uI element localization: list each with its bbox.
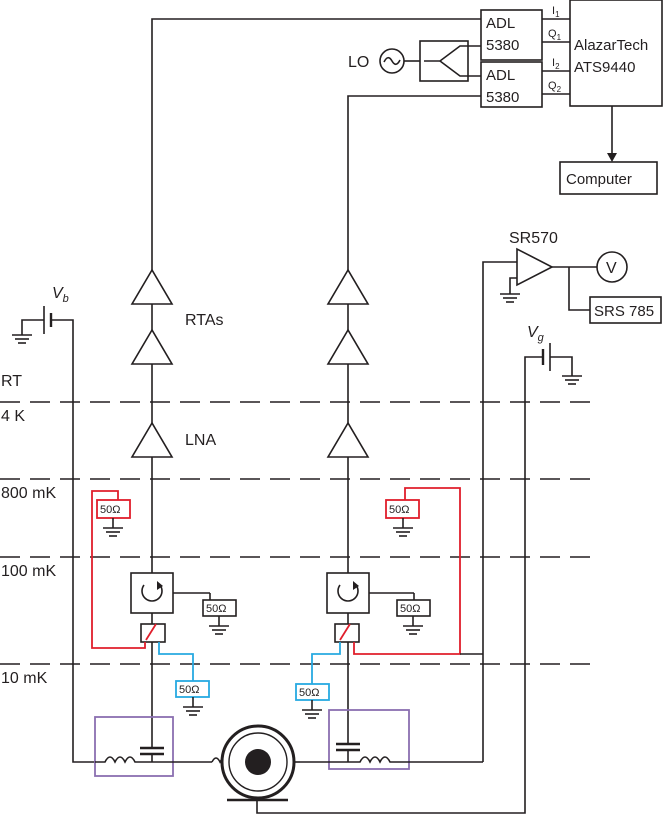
- right-red-line: [353, 487, 461, 655]
- digitizer-section: ADL 5380 ADL 5380 AlazarTech ATS9440 I1 …: [151, 0, 663, 270]
- stage-label-rt: RT: [1, 373, 22, 390]
- left-switch-icon: [140, 623, 166, 643]
- left-bias-tee-box: [94, 716, 174, 777]
- alazartech-label-line2: ATS9440: [574, 59, 635, 76]
- stage-labels: RT 4 K 800 mK 100 mK 10 mK: [0, 373, 68, 687]
- left-red-line: [91, 490, 146, 649]
- computer-box[interactable]: [559, 161, 658, 195]
- alazartech-label-line1: AlazarTech: [574, 37, 648, 54]
- device-island-icon: [245, 749, 271, 775]
- bias-tees: [94, 654, 484, 777]
- srs785-box[interactable]: [589, 296, 662, 324]
- temperature-stage-lines: [0, 401, 600, 665]
- channel-q2-label: Q2: [548, 80, 562, 94]
- computer-label: Computer: [566, 171, 632, 188]
- left-inductor-icon: [95, 756, 173, 764]
- right-output-line: [347, 95, 481, 270]
- srs785-label: SRS 785: [594, 303, 654, 320]
- svg-text:50Ω: 50Ω: [389, 504, 409, 516]
- right-rta-2-icon: [326, 328, 370, 365]
- left-rta-1-icon: [130, 268, 174, 305]
- svg-text:50Ω: 50Ω: [179, 684, 199, 696]
- right-blue-line: [311, 642, 341, 684]
- svg-text:50Ω: 50Ω: [299, 687, 319, 699]
- svg-text:50Ω: 50Ω: [400, 603, 420, 615]
- right-switch-icon: [334, 623, 360, 643]
- alazartech-ats9440-box[interactable]: [569, 0, 663, 107]
- left-blue-line: [158, 642, 194, 681]
- left-rta-2-icon: [130, 328, 174, 365]
- stage-label-100mk: 100 mK: [1, 563, 56, 580]
- sr570-amplifier-icon: [516, 247, 554, 287]
- svg-text:50Ω: 50Ω: [206, 603, 226, 615]
- voltmeter-label: V: [606, 260, 617, 277]
- right-amplifier-chain: 50Ω 50Ω 50Ω: [295, 268, 461, 738]
- channel-i2-label: I2: [552, 57, 560, 71]
- lna-label: LNA: [185, 432, 216, 449]
- vg-source: Vg: [256, 324, 582, 814]
- adl5380-bottom-label-line2: 5380: [486, 89, 519, 106]
- rtas-label: RTAs: [185, 312, 224, 329]
- right-rta-1-icon: [326, 268, 370, 305]
- stage-label-10mk: 10 mK: [1, 670, 48, 687]
- voltmeter-icon: [596, 251, 628, 283]
- channel-i1-label: I1: [552, 5, 560, 19]
- channel-q1-label: Q1: [548, 28, 562, 42]
- left-output-line: [151, 18, 481, 270]
- adl5380-top-label-line2: 5380: [486, 37, 519, 54]
- adl5380-top-label-line1: ADL: [486, 15, 515, 32]
- vb-label: Vb: [52, 285, 69, 305]
- vb-source: Vb: [12, 285, 95, 763]
- right-bias-tee-box: [328, 709, 410, 770]
- right-circulator-icon: [326, 572, 370, 614]
- device: [173, 724, 300, 802]
- left-amplifier-chain: 50Ω 50Ω 50Ω: [91, 268, 237, 738]
- lo-label: LO: [348, 54, 369, 71]
- stage-label-4k: 4 K: [1, 408, 25, 425]
- bias-line: [51, 319, 95, 763]
- stage-label-800mk: 800 mK: [1, 485, 56, 502]
- svg-text:50Ω: 50Ω: [100, 504, 120, 516]
- adl5380-top-box[interactable]: [480, 9, 543, 61]
- adl5380-bottom-box[interactable]: [480, 61, 543, 108]
- gate-line: [256, 356, 543, 814]
- left-lna-icon: [130, 421, 174, 458]
- vg-label: Vg: [527, 324, 545, 344]
- adl5380-bottom-label-line1: ADL: [486, 67, 515, 84]
- sr570-label: SR570: [509, 230, 558, 247]
- transport-measurement-section: SR570 V SRS 785: [460, 230, 662, 655]
- left-circulator-icon: [130, 572, 174, 614]
- right-inductor-icon: [300, 756, 483, 764]
- right-lna-icon: [326, 421, 370, 458]
